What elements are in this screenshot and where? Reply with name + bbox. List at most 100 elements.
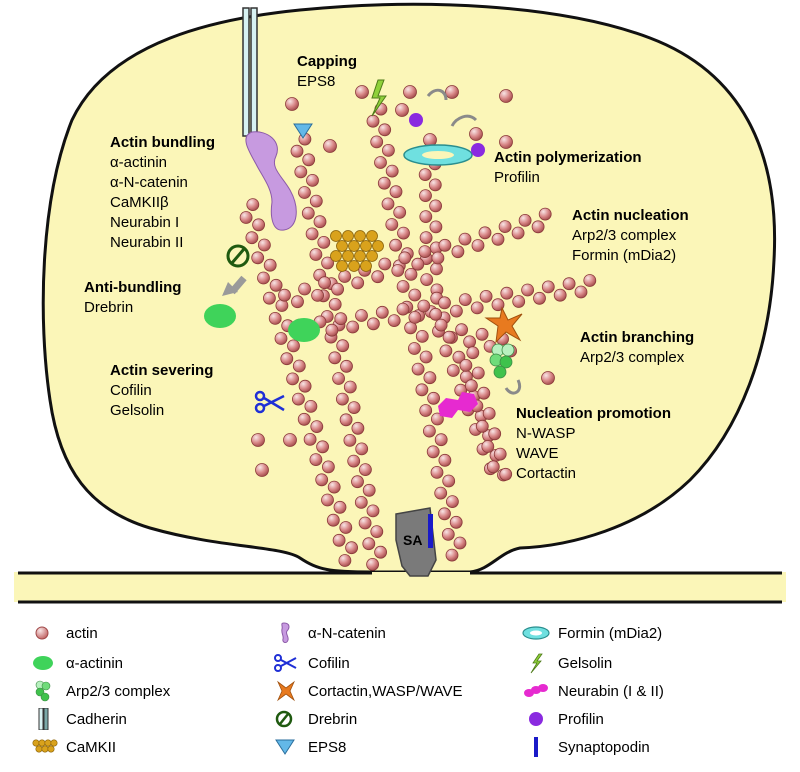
actin-monomer bbox=[305, 227, 319, 241]
legend-label: Gelsolin bbox=[558, 654, 613, 672]
anti-bundling-heading: Anti-bundling bbox=[84, 279, 182, 296]
actin-monomer bbox=[455, 323, 469, 337]
actin-monomer bbox=[445, 85, 459, 99]
actin-bundling-item: α-actinin bbox=[110, 154, 168, 171]
actin-monomer bbox=[395, 103, 409, 117]
actin-nucleation-heading: Actin nucleation bbox=[572, 207, 689, 224]
actin-monomer bbox=[313, 215, 327, 229]
actin-monomer bbox=[499, 135, 513, 149]
legend-item: Cortactin,WASP/WAVE bbox=[272, 680, 462, 702]
actin-monomer bbox=[442, 474, 456, 488]
actin-monomer bbox=[403, 85, 417, 99]
actin-monomer bbox=[328, 297, 342, 311]
actin-monomer bbox=[317, 235, 331, 249]
actin-monomer bbox=[408, 310, 422, 324]
camkii-subunit bbox=[342, 250, 354, 262]
actin-monomer bbox=[290, 144, 304, 158]
actin-monomer bbox=[426, 445, 440, 459]
actin-monomer bbox=[427, 391, 441, 405]
legend-label: Formin (mDia2) bbox=[558, 624, 663, 642]
actin-bundling-item: α-N-catenin bbox=[110, 174, 188, 191]
actin-monomer bbox=[334, 312, 348, 326]
actin-monomer bbox=[274, 332, 288, 345]
actin-monomer bbox=[387, 314, 401, 328]
actin-monomer bbox=[285, 97, 299, 111]
actin-monomer bbox=[538, 207, 552, 221]
actin-monomer bbox=[377, 176, 391, 190]
actin-monomer bbox=[420, 273, 434, 287]
actin-monomer bbox=[471, 239, 485, 252]
spine-apparatus-label: SA bbox=[403, 532, 422, 548]
legend-item: α-actinin bbox=[30, 652, 123, 674]
actin-bundling-heading: Actin bundling bbox=[110, 134, 215, 151]
cortactin-icon bbox=[484, 306, 523, 344]
camkii-icon bbox=[30, 736, 58, 758]
legend-label: EPS8 bbox=[308, 738, 347, 756]
spine-apparatus: SA bbox=[395, 507, 437, 577]
legend-item: Formin (mDia2) bbox=[522, 622, 662, 644]
alpha-n-catenin-icon bbox=[272, 622, 300, 644]
actin-monomer bbox=[292, 359, 306, 373]
profilin-icon bbox=[522, 708, 550, 730]
actin-monomer bbox=[370, 525, 384, 538]
actin-monomer bbox=[355, 85, 369, 99]
actin-monomer bbox=[245, 231, 259, 245]
actin-monomer bbox=[408, 288, 422, 302]
legend-item: CaMKII bbox=[30, 736, 116, 758]
actin-monomer bbox=[343, 433, 357, 447]
actin-monomer bbox=[331, 282, 345, 296]
actin-monomer bbox=[385, 218, 399, 231]
actin-monomer bbox=[470, 301, 484, 315]
actin-filaments bbox=[239, 102, 597, 571]
legend-item: EPS8 bbox=[272, 736, 346, 758]
actin-monomer bbox=[419, 404, 433, 417]
legend-item: Arp2/3 complex bbox=[30, 680, 170, 702]
legend-item: α-N-catenin bbox=[272, 622, 386, 644]
camkii-subunit bbox=[336, 240, 348, 252]
camkii-subunit bbox=[348, 260, 360, 272]
actin-monomer bbox=[398, 251, 412, 265]
legend-label: Neurabin (I & II) bbox=[558, 682, 664, 700]
actin-monomer bbox=[429, 220, 443, 234]
actin-monomer bbox=[381, 143, 395, 157]
camkii-subunit bbox=[336, 260, 348, 272]
free-actin-monomers bbox=[251, 85, 555, 477]
cofilin-icon bbox=[254, 390, 285, 414]
actin-monomer bbox=[430, 262, 443, 276]
actin-monomer bbox=[583, 274, 597, 287]
arp23-complex-icon bbox=[489, 343, 515, 379]
legend-label: α-N-catenin bbox=[308, 624, 386, 642]
legend-item: Drebrin bbox=[272, 708, 357, 730]
actin-monomer bbox=[553, 288, 567, 302]
actin-monomer bbox=[298, 186, 311, 199]
actin-monomer bbox=[438, 238, 452, 252]
alpha-n-catenin-icon bbox=[245, 131, 297, 231]
actin-monomer bbox=[493, 447, 507, 461]
camkii-subunit bbox=[360, 260, 372, 272]
actin-monomer bbox=[286, 372, 300, 386]
synaptopodin-icon bbox=[428, 514, 433, 548]
actin-monomer bbox=[397, 226, 410, 240]
actin-monomer bbox=[310, 420, 324, 434]
actin-monomer bbox=[393, 205, 407, 219]
label-actin-bundling: Actin bundling α-actinin α-N-catenin CaM… bbox=[110, 133, 215, 253]
actin-monomer bbox=[423, 371, 437, 385]
actin-monomer bbox=[459, 358, 473, 372]
eps8-icon bbox=[293, 123, 313, 139]
actin-monomer bbox=[335, 392, 349, 406]
actin-monomer bbox=[309, 194, 323, 208]
legend-item: Neurabin (I & II) bbox=[522, 680, 664, 702]
actin-monomer bbox=[419, 210, 433, 224]
camkii-subunit bbox=[372, 240, 384, 252]
actin-monomer bbox=[475, 419, 489, 433]
label-anti-bundling: Anti-bundling Drebrin bbox=[84, 278, 181, 318]
alpha-actinin-icon bbox=[30, 652, 58, 674]
actin-monomer bbox=[303, 432, 317, 446]
actin-monomer bbox=[422, 424, 436, 438]
actin-monomer bbox=[541, 280, 555, 294]
actin-monomer bbox=[445, 548, 459, 562]
cortactin-icon bbox=[272, 680, 300, 702]
actin-monomer bbox=[396, 302, 410, 316]
actin-monomer bbox=[434, 486, 448, 500]
